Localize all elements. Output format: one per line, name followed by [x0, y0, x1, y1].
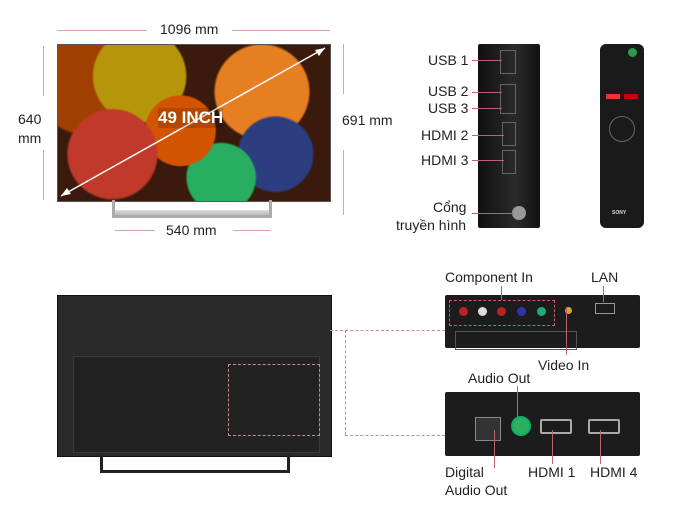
width-dimension-line [57, 30, 147, 31]
lan-label: LAN [591, 269, 619, 285]
rear-bottom-panel [445, 392, 640, 456]
rear-top-panel [445, 295, 640, 350]
audio-out-label: Audio Out [468, 370, 531, 386]
port-label-hdmi2: HDMI 2 [421, 127, 469, 143]
port-label-usb1: USB 1 [428, 52, 469, 68]
total-height-line [343, 44, 344, 94]
hdmi1-label: HDMI 1 [528, 464, 576, 480]
antenna-label-1: Cổng [433, 199, 467, 215]
component-jack [517, 307, 526, 316]
tv-back-stand [100, 455, 290, 473]
callout-line [472, 108, 502, 109]
video-in-jack [565, 307, 572, 314]
callout-line [472, 213, 514, 214]
component-jack [459, 307, 468, 316]
height-value: 640 [18, 111, 42, 127]
height-unit: mm [18, 130, 42, 146]
rear-cover [73, 356, 320, 453]
video-in-label: Video In [538, 357, 590, 373]
side-port-panel [478, 44, 540, 228]
component-jack [497, 307, 506, 316]
width-label: 1096 mm [160, 21, 219, 37]
diagonal-label: 49 INCH [158, 108, 224, 128]
port-area-highlight [228, 364, 320, 436]
dpad [609, 116, 635, 142]
stand-width-label: 540 mm [166, 222, 217, 238]
height-dimension-line [43, 150, 44, 200]
callout-line [501, 286, 502, 300]
hdmi4-label: HDMI 4 [590, 464, 638, 480]
remote-control: SONY [600, 44, 644, 228]
component-jack [537, 307, 546, 316]
callout-line [566, 307, 567, 355]
callout-dashed-line [345, 330, 346, 435]
stand-dimension-line [115, 230, 155, 231]
width-dimension-line [232, 30, 330, 31]
height-dimension-line [43, 46, 44, 96]
callout-line [472, 160, 504, 161]
diagonal-arrow [60, 47, 326, 197]
stand-dimension-line [233, 230, 271, 231]
callout-line [603, 286, 604, 302]
usb-port [500, 50, 516, 74]
tv-stand [112, 200, 272, 218]
hdmi1-port [540, 419, 572, 434]
component-highlight [449, 300, 555, 326]
port-labels-plate [455, 331, 577, 350]
hdmi-port [502, 150, 516, 174]
component-in-label: Component In [445, 269, 533, 285]
tv-back-image [57, 295, 332, 457]
callout-line [494, 430, 495, 468]
antenna-label-2: truyền hình [396, 217, 467, 233]
callout-line [472, 60, 502, 61]
digital-audio-out-label-2: Audio Out [445, 482, 508, 498]
total-height-line [343, 150, 344, 215]
port-label-usb3: USB 3 [428, 100, 469, 116]
netflix-button [624, 94, 638, 99]
antenna-port [512, 206, 526, 220]
hdmi-port [502, 122, 516, 146]
port-label-usb2: USB 2 [428, 83, 469, 99]
lan-port [595, 303, 615, 314]
audio-out-jack [511, 416, 531, 436]
usb-port [500, 84, 516, 114]
hdmi4-port [588, 419, 620, 434]
callout-line [600, 430, 601, 464]
component-jack [478, 307, 487, 316]
callout-dashed-line [330, 330, 445, 331]
remote-brand: SONY [612, 210, 627, 216]
callout-line [552, 430, 553, 464]
optical-port [475, 417, 501, 441]
digital-audio-out-label-1: Digital [445, 464, 484, 480]
callout-line [472, 135, 504, 136]
port-label-hdmi3: HDMI 3 [421, 152, 469, 168]
google-play-button [606, 94, 620, 99]
callout-dashed-line [345, 435, 445, 436]
callout-line [517, 386, 518, 420]
total-height-label: 691 mm [342, 112, 393, 128]
callout-line [472, 92, 502, 93]
height-label: 640 mm [18, 110, 41, 148]
power-button-icon [628, 48, 637, 57]
